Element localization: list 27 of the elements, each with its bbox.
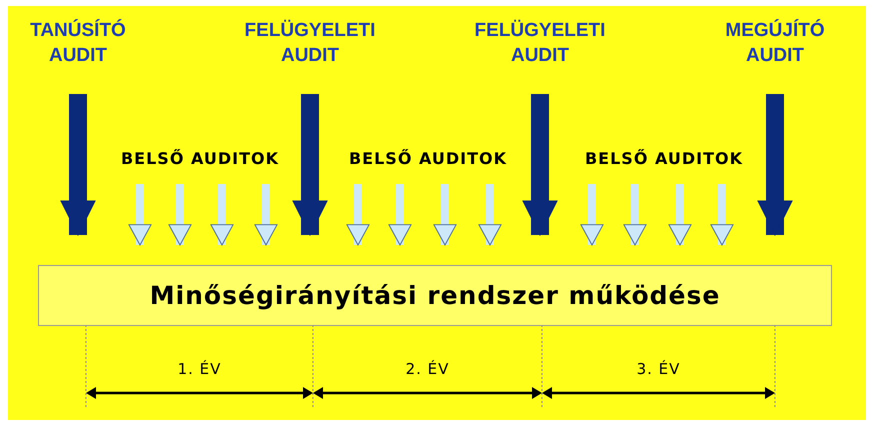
arrow	[346, 184, 370, 246]
internal-audit-label: BELSŐ AUDITOK	[333, 146, 523, 172]
arrow	[254, 184, 278, 246]
arrow	[668, 184, 692, 246]
audit-label: TANÚSÍTÓ AUDIT	[13, 18, 143, 72]
internal-audit-label: BELSŐ AUDITOK	[105, 146, 295, 172]
arrow	[758, 94, 792, 236]
system-bar: Minőségirányítási rendszer működése	[38, 265, 832, 326]
arrow	[128, 184, 152, 246]
arrow	[388, 184, 412, 246]
arrow	[210, 184, 234, 246]
internal-audit-label: BELSŐ AUDITOK	[569, 146, 759, 172]
arrow	[60, 94, 96, 236]
arrow	[623, 184, 647, 246]
audit-label: FELÜGYELETI AUDIT	[240, 18, 380, 72]
arrow	[292, 94, 328, 236]
year-label: 1. ÉV	[176, 360, 222, 378]
arrow	[710, 184, 734, 246]
arrow	[433, 184, 457, 246]
audit-label: MEGÚJÍTÓ AUDIT	[705, 18, 845, 72]
year-label: 3. ÉV	[636, 360, 682, 378]
arrow	[580, 184, 604, 246]
arrow	[522, 94, 558, 236]
audit-label: FELÜGYELETI AUDIT	[470, 18, 610, 72]
arrow	[478, 184, 502, 246]
arrow	[168, 184, 192, 246]
year-label: 2. ÉV	[404, 360, 450, 378]
